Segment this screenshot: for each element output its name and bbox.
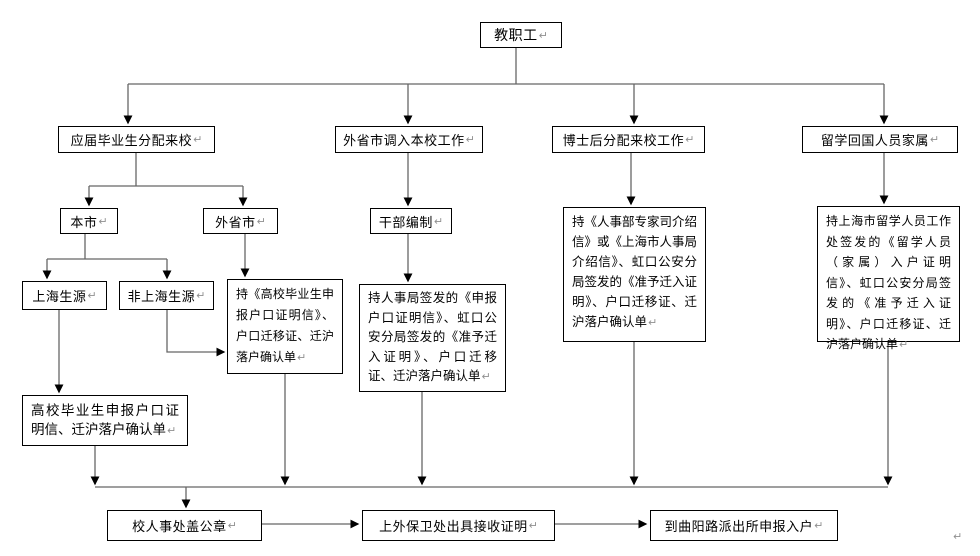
node-hr-seal-label: 校人事处盖公章 — [132, 519, 227, 534]
node-staff: 教职工↵ — [480, 22, 562, 48]
node-transfer-docs-label: 持人事局签发的《申报户口证明信》、虹口公安分局签发的《准予迁入证明》、户口迁移证… — [368, 291, 497, 383]
node-returnee-docs-label: 持上海市留学人员工作处签发的《留学人员（家属）入户证明信》、虹口公安分局签发的《… — [826, 214, 951, 351]
node-fresh-grads-label: 应届毕业生分配来校 — [70, 133, 193, 148]
node-staff-label: 教职工 — [494, 29, 538, 44]
node-shanghai-grad-docs: 高校毕业生申报户口证明信、迁沪落户确认单↵ — [22, 395, 188, 446]
node-other-province-label: 外省市 — [215, 214, 256, 230]
paragraph-mark-icon: ↵ — [953, 530, 963, 543]
paragraph-mark-icon: ↵ — [528, 519, 538, 532]
node-shanghai-grad-docs-label: 高校毕业生申报户口证明信、迁沪落户确认单 — [31, 403, 179, 437]
paragraph-mark-icon: ↵ — [433, 214, 444, 228]
node-postdoc-docs: 持《人事部专家司介绍信》或《上海市人事局介绍信》、虹口公安分局签发的《准予迁入证… — [563, 207, 706, 342]
node-postdoc-label: 博士后分配来校工作 — [562, 133, 685, 148]
paragraph-mark-icon: ↵ — [87, 289, 97, 302]
node-cadre-label: 干部编制 — [378, 214, 433, 230]
node-local-city-label: 本市 — [70, 214, 98, 230]
paragraph-mark-icon: ↵ — [167, 424, 177, 437]
connector-collector — [90, 342, 893, 509]
node-postdoc: 博士后分配来校工作↵ — [552, 126, 705, 153]
connector-localcity-split — [42, 234, 172, 280]
paragraph-mark-icon: ↵ — [538, 28, 548, 42]
node-cadre: 干部编制↵ — [370, 208, 452, 234]
paragraph-mark-icon: ↵ — [899, 338, 909, 351]
paragraph-mark-icon: ↵ — [685, 133, 695, 146]
node-grad-docs-label: 持《高校毕业生申报户口证明信》、户口迁移证、迁沪落户确认单 — [236, 287, 334, 364]
node-police-register-label: 到曲阳路派出所申报入户 — [664, 519, 814, 534]
node-other-province: 外省市↵ — [203, 208, 278, 234]
paragraph-mark-icon: ↵ — [227, 519, 237, 532]
paragraph-mark-icon: ↵ — [196, 289, 206, 302]
connector-nonshanghai-to-graddocs — [166, 310, 226, 357]
connector-staff-split — [123, 48, 889, 125]
node-postdoc-docs-label: 持《人事部专家司介绍信》或《上海市人事局介绍信》、虹口公安分局签发的《准予迁入证… — [572, 215, 698, 329]
node-transfer-work-label: 外省市调入本校工作 — [343, 133, 465, 148]
paragraph-mark-icon: ↵ — [193, 133, 203, 146]
node-transfer-work: 外省市调入本校工作↵ — [335, 126, 483, 153]
paragraph-mark-icon: ↵ — [929, 133, 940, 146]
node-returnee-family-label: 留学回国人员家属 — [820, 133, 929, 148]
node-security-cert: 上外保卫处出具接收证明↵ — [362, 510, 555, 541]
node-shanghai-origin: 上海生源↵ — [22, 281, 107, 310]
paragraph-mark-icon: ↵ — [98, 214, 108, 228]
paragraph-mark-icon: ↵ — [465, 133, 475, 146]
node-returnee-family: 留学回国人员家属↵ — [802, 126, 958, 153]
node-local-city: 本市↵ — [60, 208, 118, 234]
paragraph-mark-icon: ↵ — [648, 316, 658, 329]
node-non-shanghai-origin-label: 非上海生源 — [127, 289, 196, 304]
paragraph-mark-icon: ↵ — [297, 351, 307, 364]
node-fresh-grads: 应届毕业生分配来校↵ — [58, 126, 215, 153]
paragraph-mark-icon: ↵ — [256, 214, 266, 228]
node-police-register: 到曲阳路派出所申报入户↵ — [650, 510, 838, 541]
node-grad-docs: 持《高校毕业生申报户口证明信》、户口迁移证、迁沪落户确认单↵ — [227, 279, 343, 374]
node-security-cert-label: 上外保卫处出具接收证明 — [379, 519, 528, 534]
node-shanghai-origin-label: 上海生源 — [32, 289, 87, 304]
paragraph-mark-icon: ↵ — [814, 519, 824, 532]
node-non-shanghai-origin: 非上海生源↵ — [119, 281, 214, 310]
node-returnee-docs: 持上海市留学人员工作处签发的《留学人员（家属）入户证明信》、虹口公安分局签发的《… — [817, 206, 960, 351]
paragraph-mark-icon: ↵ — [481, 370, 491, 383]
connector-freshgrads-split — [84, 153, 248, 207]
node-hr-seal: 校人事处盖公章↵ — [107, 510, 262, 541]
node-transfer-docs: 持人事局签发的《申报户口证明信》、虹口公安分局签发的《准予迁入证明》、户口迁移证… — [359, 284, 506, 392]
